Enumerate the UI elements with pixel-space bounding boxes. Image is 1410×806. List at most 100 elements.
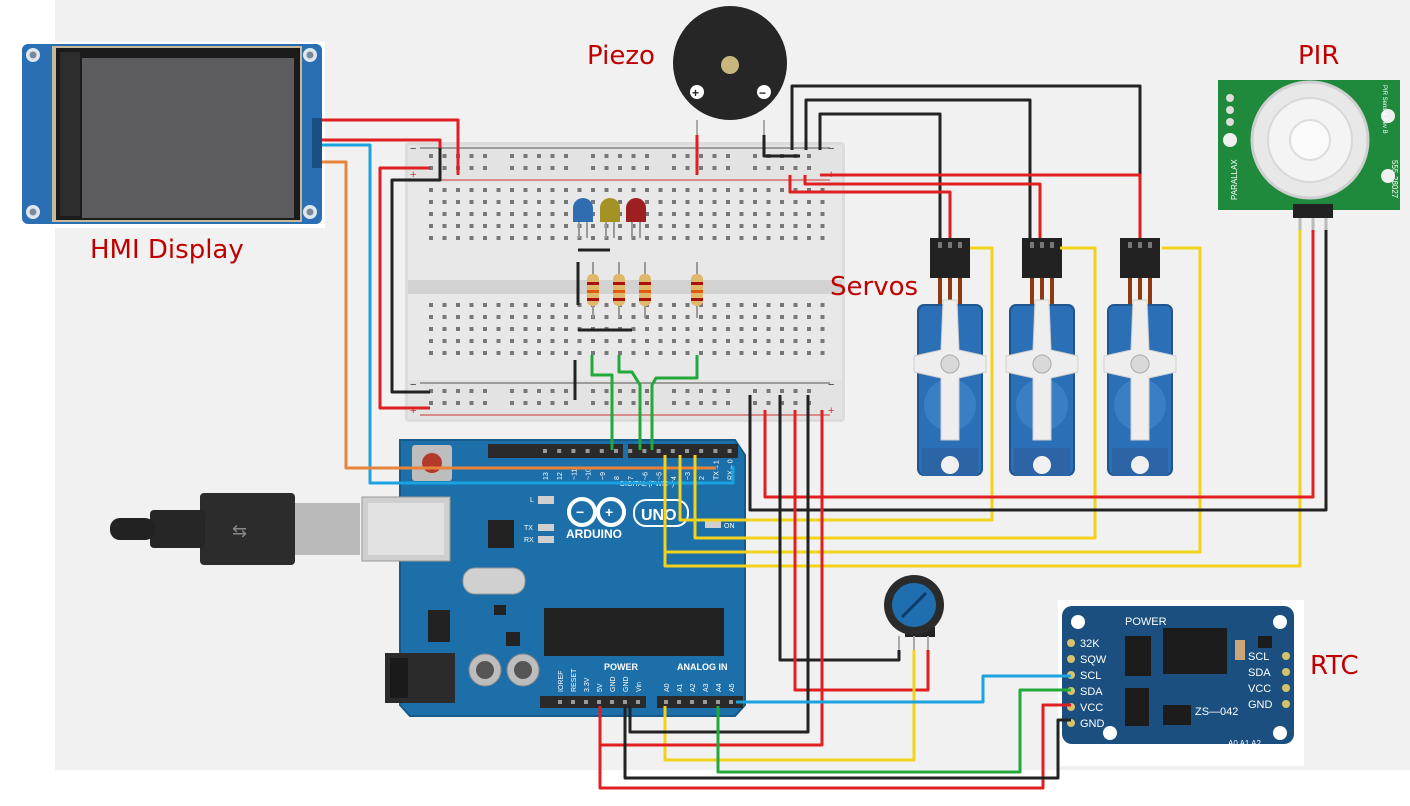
power-pin-label: Vin [636, 682, 643, 692]
green-wire [650, 355, 699, 450]
rtc-left-pin-label: SCL [1080, 670, 1101, 682]
yellow-wire [663, 230, 1302, 568]
arduino-power-label: POWER [604, 662, 639, 672]
analog-pin-label: A1 [677, 683, 684, 692]
red-wire [793, 410, 930, 692]
red-wire [763, 230, 1315, 499]
digital-pin-label: ~9 [600, 472, 607, 480]
green-wire [590, 355, 614, 450]
red-wire [788, 175, 952, 238]
arduino-model-text: UNO [641, 507, 677, 524]
digital-pin-label: 13 [543, 472, 550, 480]
piezo-plus-sign: + [692, 86, 699, 100]
power-pin-label: GND [610, 676, 617, 692]
analog-pin-label: A3 [703, 683, 710, 692]
resistor-band [613, 282, 625, 285]
rtc-left-pin-label: SDA [1080, 686, 1103, 698]
resistors [573, 248, 703, 400]
led [573, 198, 593, 222]
pir-part-text: 555-28027 [1390, 160, 1399, 199]
digital-pin-label: 8 [614, 476, 621, 480]
svg-text:+: + [410, 169, 416, 181]
servo [913, 238, 987, 476]
resistor-band [613, 298, 625, 301]
svg-text:−: − [828, 143, 834, 155]
rtc-pin [1282, 700, 1290, 708]
svg-text:−: − [410, 143, 416, 155]
power-pin-label: 3.3V [584, 677, 591, 692]
black-wire [762, 135, 800, 158]
power-pin-label: 5V [597, 683, 604, 692]
rtc-left-pin-label: SQW [1080, 654, 1107, 666]
rtc-power-text: POWER [1125, 616, 1167, 628]
resistor-band [639, 298, 651, 301]
arduino-logo-text: ARDUINO [566, 527, 622, 541]
svg-text:−: − [410, 379, 416, 391]
svg-text:+: + [605, 504, 613, 520]
rtc-module: POWER ZS—042 A0 A1 A2 32KSQWSCLSDAVCCGND… [1058, 600, 1304, 766]
red-wire [803, 175, 1042, 238]
arduino-l-label: L [530, 497, 534, 504]
resistor-band [691, 290, 703, 293]
usb-cable: ⇆ [110, 493, 360, 565]
rtc-left-pin-label: 32K [1080, 638, 1100, 650]
digital-pin-label: 2 [699, 476, 706, 480]
resistor-band [587, 298, 599, 301]
pir-sensor: PARALLAX 555-28027 PIR Sensor Rev B [1218, 80, 1400, 240]
red-wire [598, 703, 1071, 790]
black-wire [390, 148, 442, 394]
black-wire [804, 98, 1032, 238]
resistor-band [587, 290, 599, 293]
digital-pin-label: ~3 [685, 472, 692, 480]
rtc-left-pin-label: VCC [1080, 702, 1103, 714]
analog-pin-label: A5 [729, 683, 736, 692]
resistor-band [691, 282, 703, 285]
label-rtc: RTC [1310, 651, 1359, 681]
arduino-uno: − + ARDUINO UNO DIGITAL (PWM~) POWER ANA… [361, 439, 746, 717]
arduino-rx-label: RX [524, 537, 534, 544]
svg-text:−: − [576, 504, 584, 520]
red-wire [322, 118, 460, 175]
potentiometer [884, 575, 944, 650]
servo [1005, 238, 1079, 476]
black-wire [623, 706, 1071, 780]
pir-side-text: PIR Sensor Rev B [1381, 85, 1387, 134]
servo [1103, 238, 1177, 476]
piezo-minus-sign: − [759, 86, 766, 100]
analog-pin-label: A0 [664, 683, 671, 692]
power-pin-label: GND [623, 676, 630, 692]
piezo-buzzer: + − [673, 6, 787, 135]
pir-brand-text: PARALLAX [1230, 159, 1239, 200]
resistor-band [613, 290, 625, 293]
power-pin-label: RESET [571, 668, 578, 692]
resistor-band [639, 282, 651, 285]
digital-pin-label: ~5 [657, 472, 664, 480]
black-wire [778, 395, 901, 662]
leds [573, 198, 646, 238]
led [600, 198, 620, 222]
digital-pin-label: ~10 [586, 468, 593, 480]
resistor-band [639, 290, 651, 293]
red-wire [820, 173, 1142, 238]
label-servos: Servos [830, 272, 918, 302]
yellow-wire [693, 246, 1097, 540]
rtc-pin [1282, 684, 1290, 692]
yellow-wire [678, 246, 994, 522]
green-wire [617, 355, 642, 450]
rtc-right-pin-label: SDA [1248, 667, 1271, 679]
svg-text:+: + [828, 405, 834, 417]
digital-pin-label: ~11 [571, 469, 578, 480]
label-pir: PIR [1298, 41, 1339, 71]
arduino-tx-label: TX [524, 525, 533, 532]
label-piezo: Piezo [587, 41, 655, 71]
analog-pin-label: A4 [716, 683, 723, 692]
svg-text:⇆: ⇆ [232, 521, 247, 541]
rtc-right-pin-label: GND [1248, 699, 1273, 711]
rtc-pin [1282, 652, 1290, 660]
digital-pin-label: RX←0 [728, 459, 735, 480]
rtc-pin [1067, 639, 1075, 647]
rtc-addr-text: A0 A1 A2 [1228, 739, 1261, 748]
resistor-band [691, 298, 703, 301]
green-wire [716, 688, 1071, 774]
svg-text:+: + [410, 405, 416, 417]
